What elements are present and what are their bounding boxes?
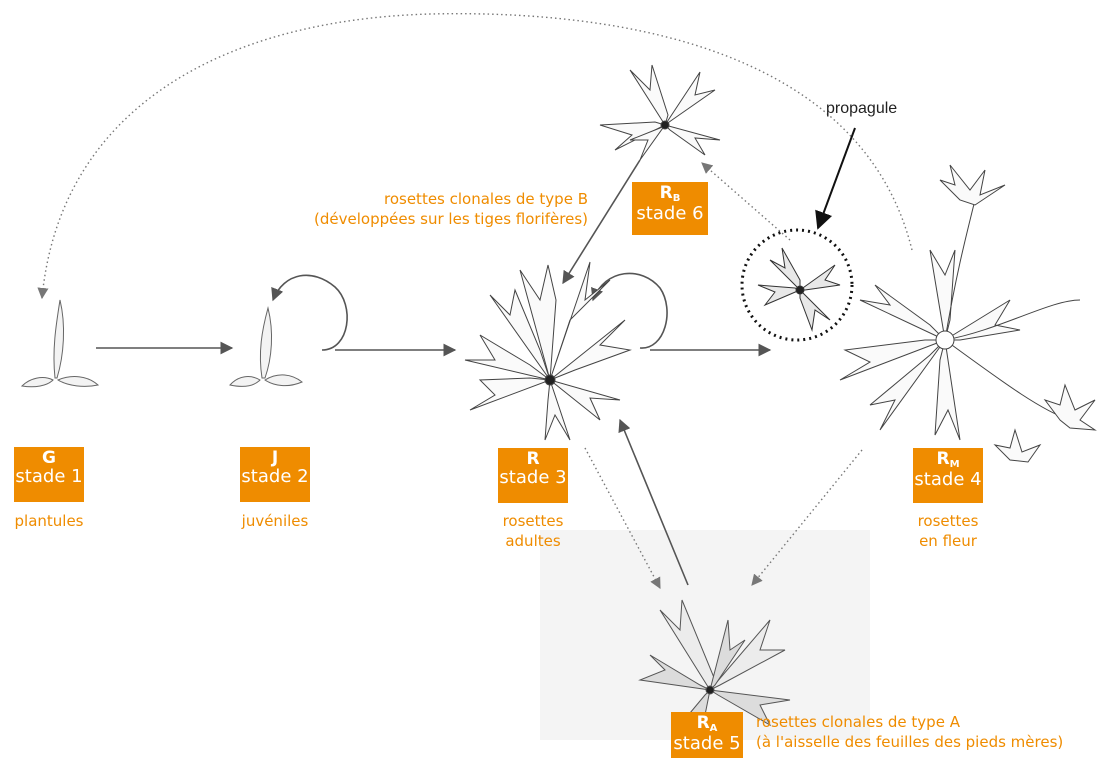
flowering-rosette-illustration	[839, 164, 1097, 463]
stage-name: stade 4	[914, 468, 982, 490]
arrow-flowering-to-clonal-a	[751, 449, 863, 586]
stage-letter: R	[526, 449, 540, 469]
arrow-flowering-to-seedling	[37, 12, 913, 300]
caption-line: adultes	[505, 532, 561, 551]
caption-r: rosettes adultes	[490, 511, 576, 552]
arrow-clonal-a-to-adult	[618, 418, 689, 586]
stage-box-r: R stade 3	[498, 448, 568, 503]
caption-line: juvéniles	[241, 512, 309, 530]
caption-line: rosettes	[917, 512, 979, 530]
caption-g: plantules	[5, 511, 93, 531]
caption-line: rosettes clonales de type B	[384, 190, 588, 208]
stage-name: stade 5	[673, 732, 741, 754]
caption-line: (développées sur les tiges florifères)	[314, 210, 588, 229]
caption-rm: rosettes en fleur	[904, 511, 992, 552]
stage-code: J	[240, 448, 310, 468]
stage-box-ra: RA stade 5	[671, 712, 743, 758]
stage-letter: R	[936, 449, 950, 469]
stage-name: stade 1	[15, 465, 83, 487]
clonal-rosette-b-illustration	[599, 64, 721, 161]
juvenile-illustration	[229, 306, 303, 387]
stage-code: G	[14, 448, 84, 468]
adult-rosette-illustration	[464, 261, 632, 441]
stage-subscript: A	[709, 723, 718, 734]
stage-letter: R	[659, 183, 673, 203]
caption-line: rosettes	[502, 512, 564, 530]
propagule-pointer	[815, 127, 856, 230]
caption-rb: rosettes clonales de type B (développées…	[270, 189, 588, 230]
caption-line: en fleur	[919, 532, 977, 551]
stage-name: stade 6	[636, 202, 704, 224]
stage-subscript: B	[672, 193, 681, 204]
propagule-label: propagule	[826, 100, 898, 117]
propagule-circle	[740, 228, 854, 342]
caption-line: rosettes clonales de type A	[756, 713, 960, 731]
caption-line: plantules	[14, 512, 84, 530]
stage-box-rb: RB stade 6	[632, 182, 708, 235]
arrow-flowering-to-clonal-b	[701, 162, 791, 241]
stage-code: RB	[632, 183, 708, 205]
stage-letter: R	[696, 713, 710, 733]
seedling-illustration	[20, 299, 100, 388]
stage-box-rm: RM stade 4	[913, 448, 983, 503]
stage-letter: G	[42, 448, 56, 468]
stage-box-g: G stade 1	[14, 447, 84, 502]
caption-line: (à l'aisselle des feuilles des pieds mèr…	[756, 733, 1064, 752]
stage-code: R	[498, 449, 568, 469]
caption-ra: rosettes clonales de type A (à l'aissell…	[756, 712, 1106, 753]
stage-code: RA	[671, 713, 743, 735]
propagule-rosette-illustration	[757, 247, 841, 332]
stage-code: RM	[913, 449, 983, 471]
caption-j: juvéniles	[232, 511, 318, 531]
stage-name: stade 2	[241, 465, 309, 487]
stage-letter: J	[271, 448, 279, 468]
stage-name: stade 3	[499, 466, 567, 488]
stage-box-j: J stade 2	[240, 447, 310, 502]
stage-subscript: M	[949, 459, 960, 470]
arrow-clonal-b-to-adult	[562, 159, 641, 285]
loop-adult	[591, 272, 668, 349]
loop-juvenile	[271, 274, 348, 351]
